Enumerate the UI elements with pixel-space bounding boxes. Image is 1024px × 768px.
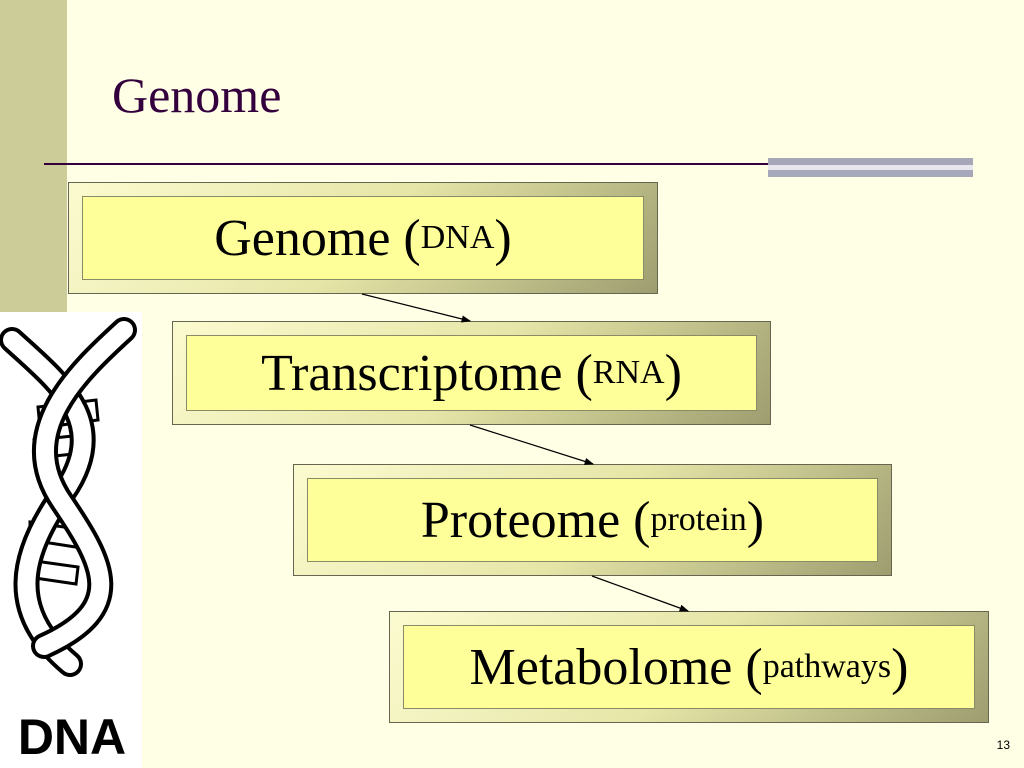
transcriptome-box-main: Transcriptome ( bbox=[261, 344, 593, 402]
dna-logo-text: DNA bbox=[18, 709, 126, 765]
proteome-box-main: Proteome ( bbox=[420, 491, 651, 549]
metabolome-box-main: Metabolome ( bbox=[469, 638, 763, 696]
accent-stripe bbox=[768, 165, 973, 170]
transcriptome-box-close: ) bbox=[664, 344, 682, 402]
arrow-genome-to-transcriptome bbox=[361, 293, 472, 323]
proteome-box-close: ) bbox=[746, 491, 765, 549]
proteome-box-label: Proteome (protein) bbox=[307, 478, 878, 562]
transcriptome-box-sub: RNA bbox=[592, 354, 665, 391]
genome-box: Genome (DNA) bbox=[68, 182, 658, 294]
proteome-box-sub: protein bbox=[650, 501, 747, 538]
genome-box-label: Genome (DNA) bbox=[82, 196, 644, 280]
accent-stripe bbox=[768, 158, 973, 165]
genome-box-close: ) bbox=[494, 209, 512, 267]
metabolome-box-label: Metabolome (pathways) bbox=[403, 625, 975, 709]
metabolome-box-sub: pathways bbox=[762, 648, 892, 685]
genome-box-main: Genome ( bbox=[214, 209, 421, 267]
arrow-transcriptome-to-proteome bbox=[469, 424, 595, 465]
slide-number: 13 bbox=[996, 738, 1010, 752]
accent-stripe bbox=[768, 170, 973, 177]
transcriptome-box: Transcriptome (RNA) bbox=[172, 321, 771, 425]
title-underline bbox=[44, 163, 834, 165]
metabolome-box-close: ) bbox=[891, 638, 909, 696]
dna-helix-image: DNA bbox=[0, 312, 142, 768]
arrow-proteome-to-metabolome bbox=[591, 575, 690, 612]
slide-title: Genome bbox=[112, 67, 282, 123]
metabolome-box: Metabolome (pathways) bbox=[389, 611, 989, 723]
genome-box-sub: DNA bbox=[420, 219, 495, 256]
accent-stripes bbox=[768, 158, 973, 177]
proteome-box: Proteome (protein) bbox=[293, 464, 892, 576]
transcriptome-box-label: Transcriptome (RNA) bbox=[186, 335, 757, 411]
